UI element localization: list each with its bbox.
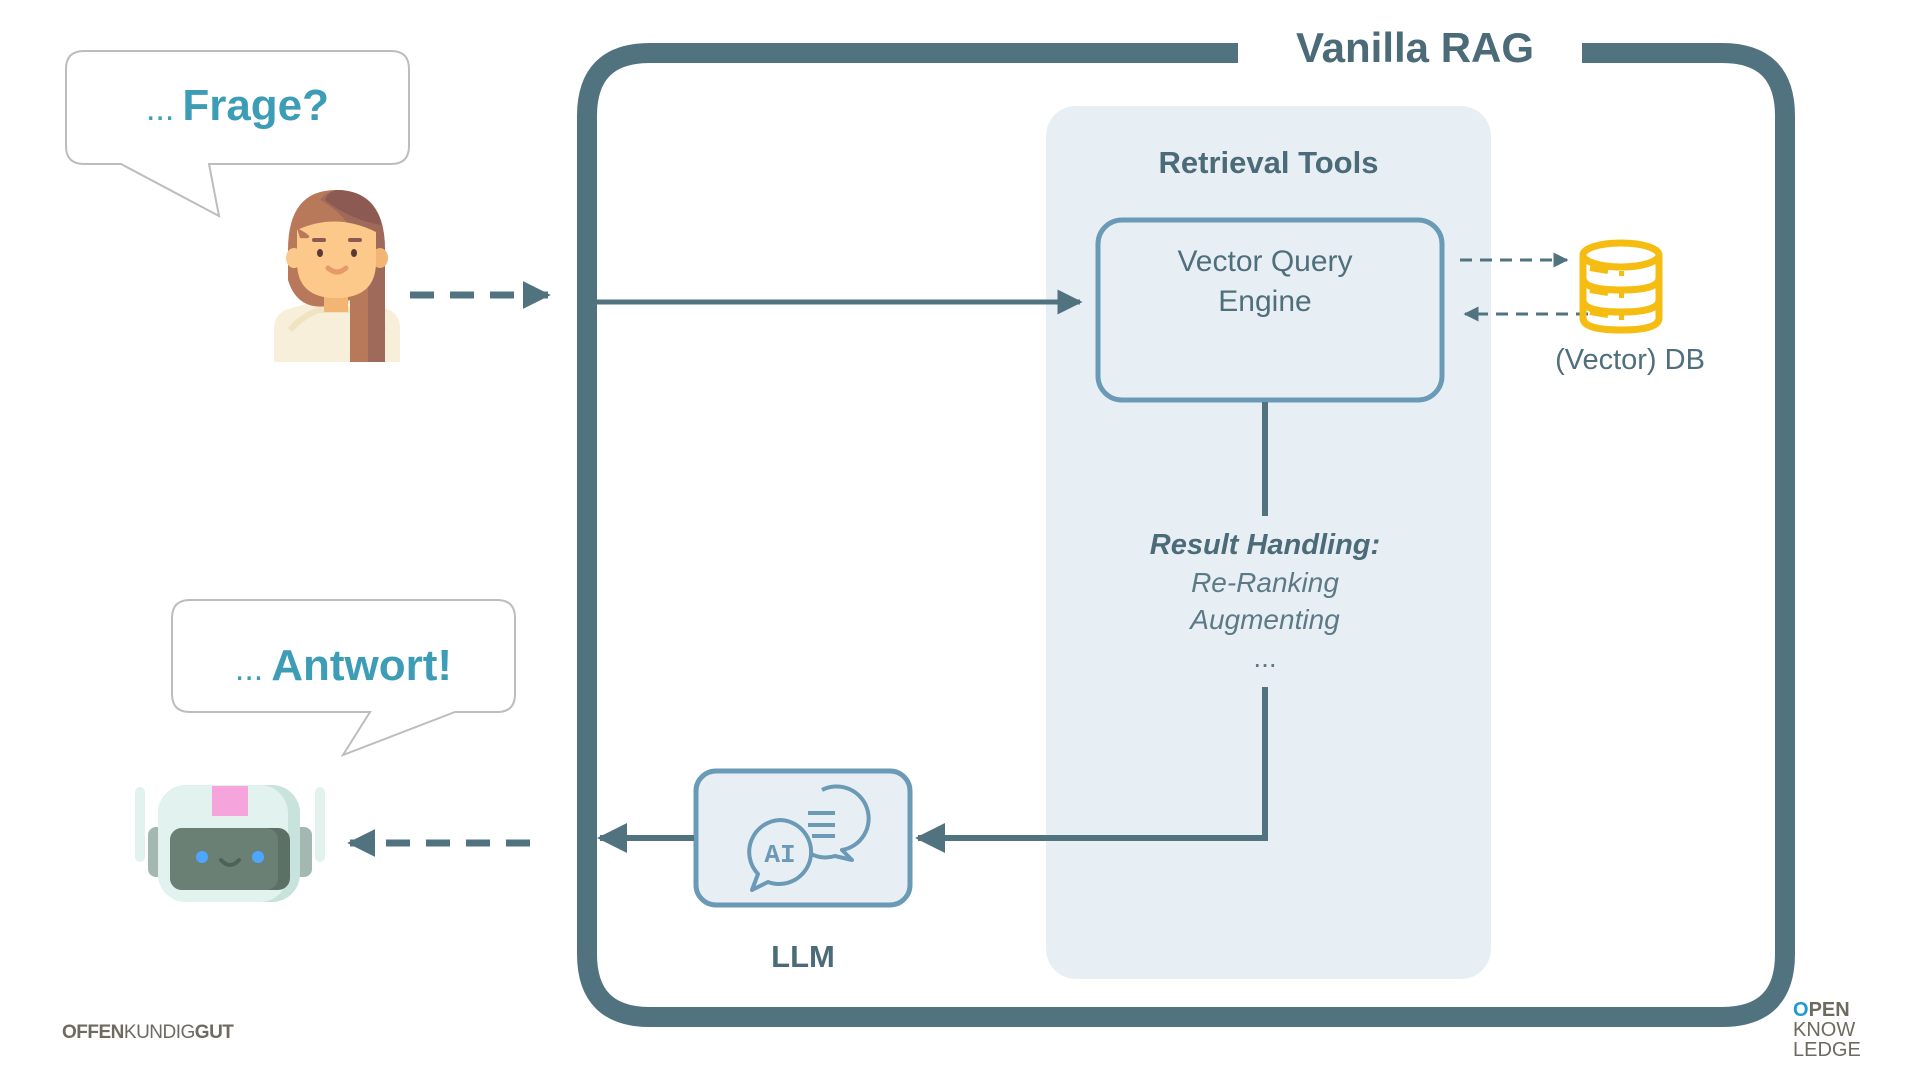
logo-part-offen: OFFEN — [62, 1022, 124, 1043]
question-prefix: ... — [145, 90, 175, 128]
question-text: ...Frage? — [66, 80, 409, 135]
result-handling-item: ... — [1253, 642, 1277, 673]
answer-text: ...Antwort! — [172, 640, 515, 695]
logo-part-kundig: KUNDIG — [123, 1022, 195, 1043]
woman-avatar-icon — [274, 190, 400, 362]
database-icon — [1579, 239, 1663, 334]
diagram-title: Vanilla RAG — [1295, 24, 1535, 71]
logo-line-open: OPEN — [1793, 1000, 1861, 1020]
question-word: Frage? — [182, 81, 330, 130]
logo-open-o: O — [1793, 999, 1809, 1021]
ai-chat-bubbles-icon: AI — [747, 784, 871, 892]
open-knowledge-logo: OPEN KNOW LEDGE — [1793, 1000, 1861, 1060]
llm-label: LLM — [771, 939, 835, 974]
engine-label-line2: Engine — [1218, 285, 1312, 318]
result-handling-title: Result Handling: — [1149, 529, 1381, 561]
vector-query-engine-label: Vector Query Engine — [1090, 242, 1440, 322]
logo-line-ledge: LEDGE — [1793, 1039, 1861, 1061]
offenkundiggut-logo: OFFENKUNDIGGUT — [62, 1022, 234, 1044]
result-handling-item: Re-Ranking — [1191, 567, 1339, 598]
question-speech-bubble — [65, 50, 410, 218]
answer-word: Antwort! — [271, 641, 453, 690]
vanilla-rag-frame — [577, 43, 1795, 1027]
result-to-llm-arrow — [915, 687, 1268, 853]
logo-line-know: KNOW — [1793, 1019, 1856, 1041]
answer-speech-bubble — [171, 599, 516, 758]
result-handling-item: Augmenting — [1190, 604, 1340, 635]
llm-icon-text: AI — [764, 840, 795, 870]
answer-prefix: ... — [234, 650, 264, 688]
retrieval-tools-title: Retrieval Tools — [1158, 145, 1379, 180]
logo-open-rest: PEN — [1808, 999, 1850, 1021]
vector-query-engine-box — [1095, 217, 1445, 403]
robot-icon — [135, 785, 325, 902]
engine-label-line1: Vector Query — [1177, 245, 1353, 278]
logo-part-gut: GUT — [194, 1022, 234, 1043]
database-label: (Vector) DB — [1555, 344, 1705, 376]
